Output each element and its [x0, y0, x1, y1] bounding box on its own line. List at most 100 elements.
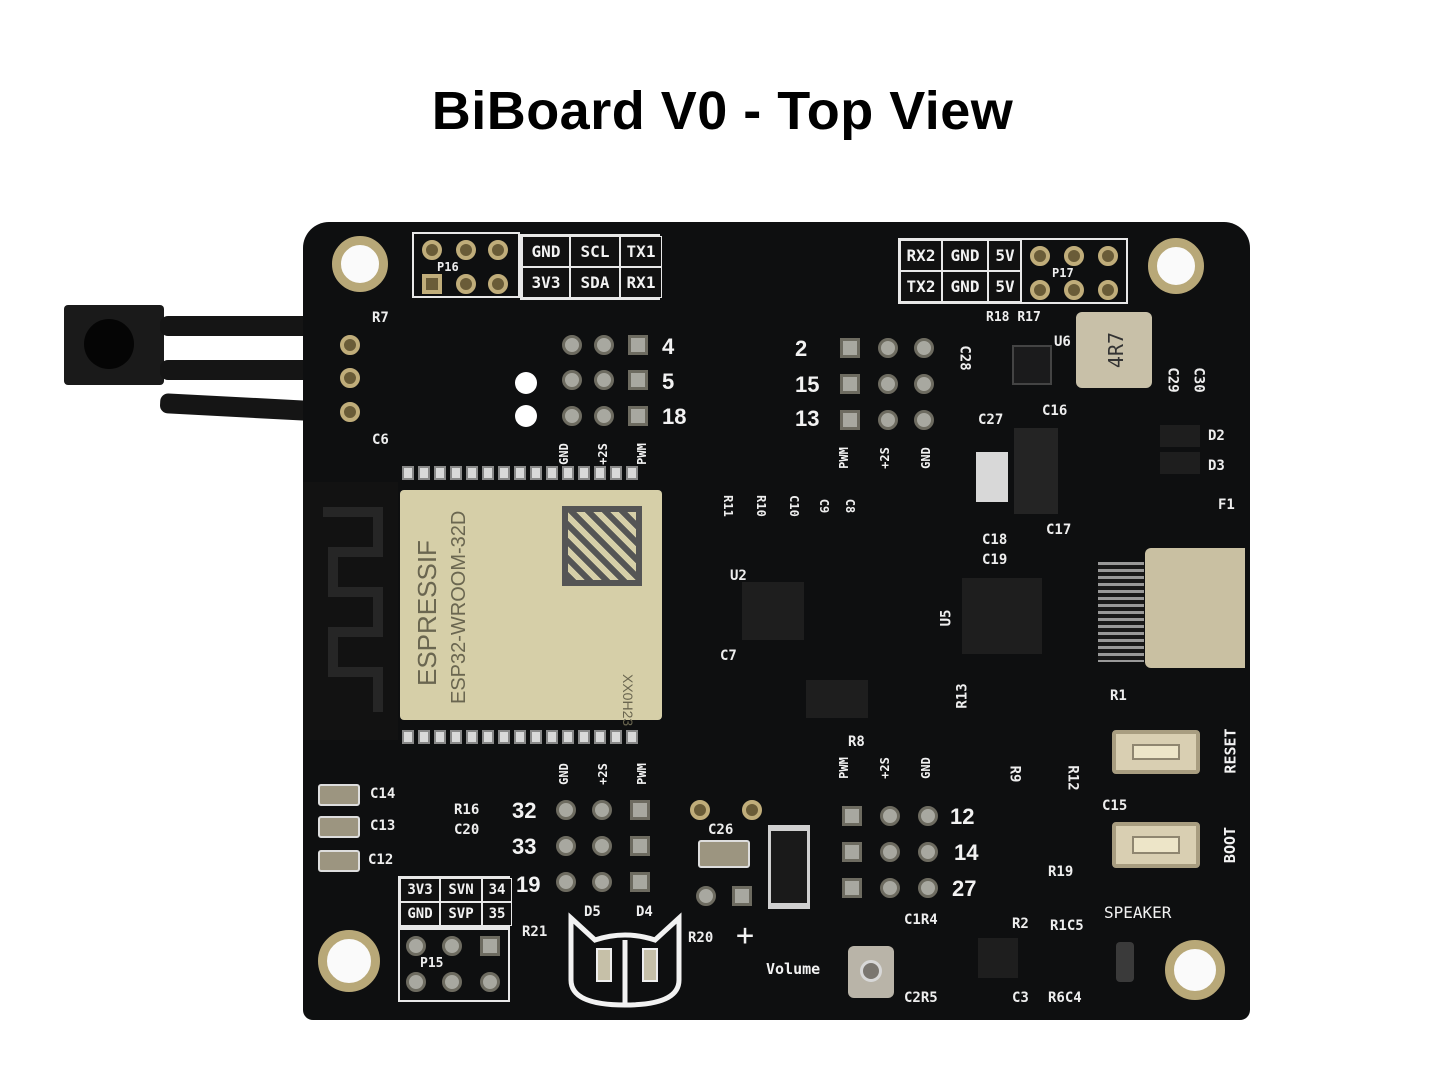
servo-pin: [630, 800, 650, 820]
header-pin: [442, 936, 462, 956]
servo-pin: [914, 338, 934, 358]
servo-pin: [630, 872, 650, 892]
chip-u2: [742, 582, 804, 640]
reset-button[interactable]: [1112, 730, 1200, 774]
servo-column-labels: GND +2S PWM: [556, 762, 658, 786]
capacitor-c26: [698, 840, 750, 868]
column-label: +2S: [596, 443, 610, 465]
header-pin: [488, 274, 508, 294]
chip-audio: [978, 938, 1018, 978]
servo-pin: [628, 406, 648, 426]
label-c19: C19: [982, 552, 1008, 568]
pin-label: RX1: [620, 267, 662, 298]
servo-pin: [842, 806, 862, 826]
label-r1: R1: [1110, 688, 1127, 704]
usb-c-connector[interactable]: [1145, 548, 1245, 668]
header-pin: [406, 972, 426, 992]
label-r12: R12: [1064, 765, 1081, 791]
volume-potentiometer[interactable]: [848, 946, 894, 998]
module-model: ESP32-WROOM-32D: [448, 510, 470, 704]
header-pin: [456, 240, 476, 260]
white-dot: [515, 405, 537, 427]
servo-pin: [556, 800, 576, 820]
gpio-label: 14: [954, 840, 979, 865]
pin-label: SDA: [570, 267, 620, 298]
module-brand: ESPRESSIF: [412, 540, 442, 686]
label-c2r5: C2R5: [904, 990, 938, 1006]
label-c9: C9: [816, 498, 831, 514]
pin-label: 5V: [988, 240, 1022, 271]
servo-pin: [880, 806, 900, 826]
led-d4: [642, 948, 658, 982]
label-c13: C13: [370, 818, 396, 834]
boot-button[interactable]: [1112, 822, 1200, 868]
label-c17: C17: [1046, 522, 1072, 538]
header-pin: [1064, 280, 1084, 300]
diode-d2: [1160, 425, 1200, 447]
servo-pin: [878, 338, 898, 358]
label-r7: R7: [372, 310, 389, 326]
servo-column-labels: PWM +2S GND: [837, 756, 942, 780]
plus-label: +: [736, 918, 755, 953]
column-label: GND: [919, 757, 934, 779]
label-f1: F1: [1218, 497, 1235, 513]
pot-knob[interactable]: [860, 960, 882, 982]
header-pin: [422, 240, 442, 260]
esp32-module: ESPRESSIF ESP32-WROOM-32D XX0H23: [400, 490, 662, 726]
column-label: +2S: [596, 763, 610, 785]
gpio-label: 19: [516, 872, 541, 897]
label-c30: C30: [1190, 367, 1207, 393]
pin-label: GND: [942, 271, 988, 302]
label-r18-r17: R18 R17: [986, 310, 1041, 325]
column-label: PWM: [635, 443, 650, 465]
servo-pin: [918, 806, 938, 826]
label-r1c5: R1C5: [1050, 918, 1084, 934]
header-pin: [488, 240, 508, 260]
label-u6: U6: [1054, 334, 1071, 350]
header-p16: [412, 232, 520, 298]
speaker-connector: [1116, 942, 1134, 982]
label-p16: P16: [437, 260, 459, 274]
pin-label: 5V: [988, 271, 1022, 302]
through-hole: [742, 800, 762, 820]
label-c12: C12: [368, 852, 394, 868]
boot-label: BOOT: [1221, 826, 1240, 864]
servo-pin: [880, 878, 900, 898]
column-label: GND: [556, 443, 571, 465]
pin-label: 3V3: [522, 267, 570, 298]
label-d5: D5: [584, 904, 601, 920]
pin-label: GND: [400, 902, 440, 926]
label-r16: R16: [454, 802, 480, 818]
pin-label: 3V3: [400, 878, 440, 902]
header-pin: [480, 936, 500, 956]
reset-label: RESET: [1221, 728, 1240, 774]
servo-pin: [628, 335, 648, 355]
pin-label: GND: [942, 240, 988, 271]
servo-pin: [562, 406, 582, 426]
mounting-hole: [318, 930, 380, 992]
header-pin: [480, 972, 500, 992]
gpio-label: 33: [512, 834, 537, 859]
gpio-label: 4: [662, 334, 675, 359]
label-c26: C26: [708, 822, 734, 838]
servo-pin: [592, 872, 612, 892]
column-label: PWM: [635, 763, 650, 785]
label-u5: U5: [938, 609, 955, 627]
header-p17: [1020, 238, 1128, 304]
p15-pin-labels: 3V3 SVN 34 GND SVP 35: [398, 876, 512, 928]
servo-pin: [556, 836, 576, 856]
header-pin: [422, 274, 442, 294]
ir-receiver: [64, 305, 164, 385]
column-label: +2S: [878, 447, 892, 469]
ir-lead: [160, 316, 350, 336]
label-c8: C8: [842, 498, 857, 514]
label-c7: C7: [720, 648, 737, 664]
label-u2: U2: [730, 568, 747, 584]
label-c10: C10: [787, 495, 802, 517]
servo-pin: [842, 878, 862, 898]
label-c6: C6: [372, 432, 389, 448]
column-label: GND: [556, 763, 571, 785]
mounting-hole: [1165, 940, 1225, 1000]
header-pin: [442, 972, 462, 992]
pin-label: 35: [482, 902, 512, 926]
